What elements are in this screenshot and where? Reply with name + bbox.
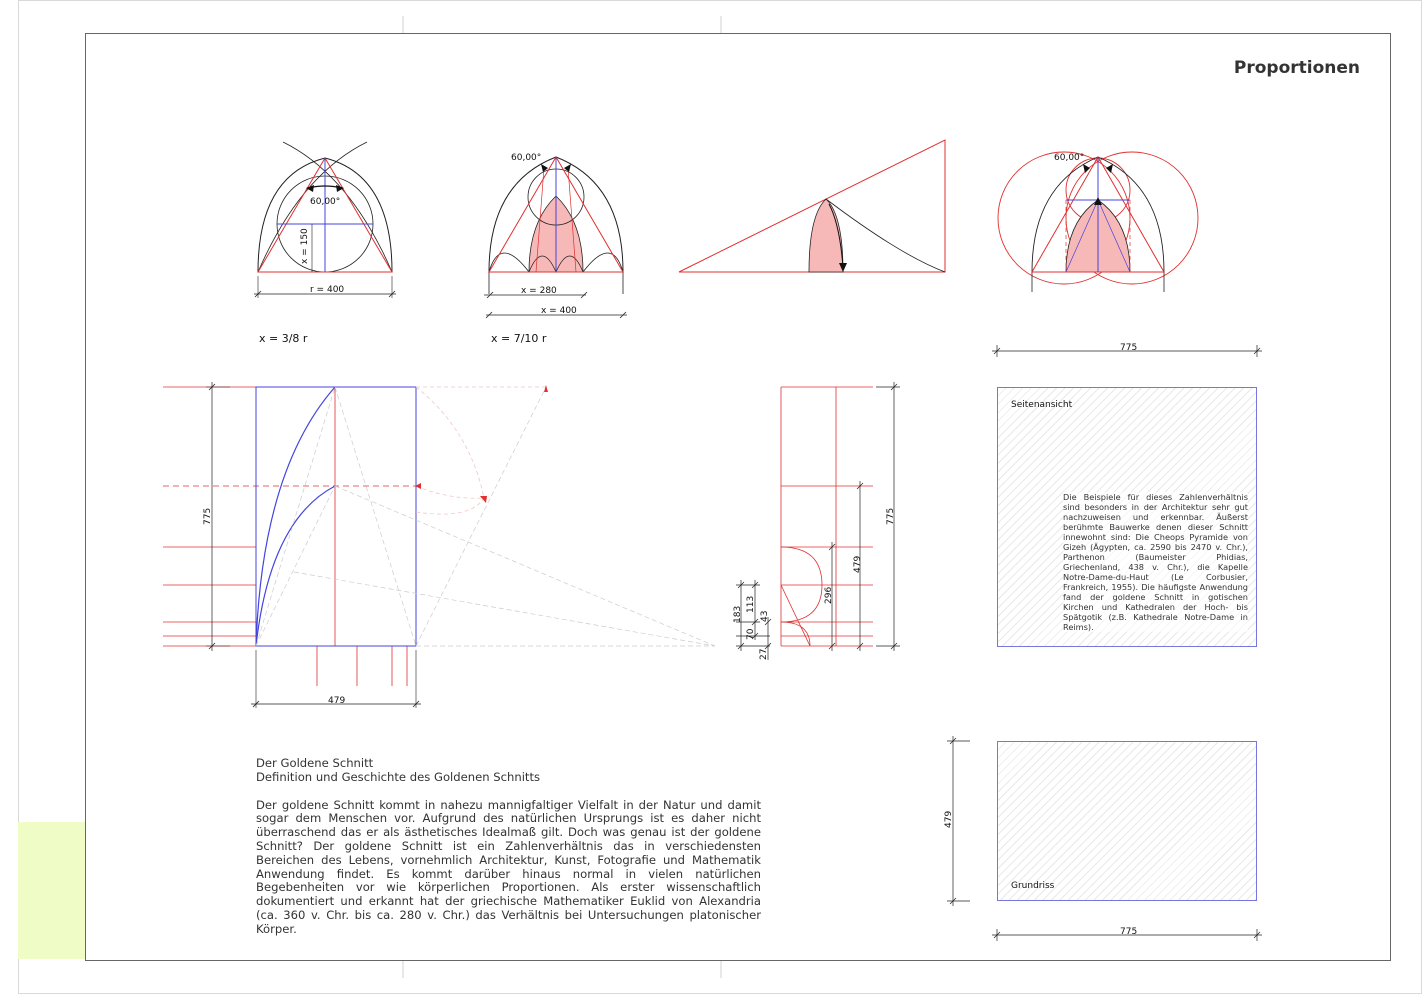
essay-heading: Der Goldene Schnitt bbox=[256, 756, 374, 770]
figure-triangle bbox=[678, 139, 946, 273]
elev-296-dim: 296 bbox=[824, 587, 834, 604]
main-width-dim: 479 bbox=[328, 696, 345, 706]
fig1-r-dim: r = 400 bbox=[310, 285, 344, 295]
elev-total-dim: 775 bbox=[886, 508, 896, 525]
sheet-border bbox=[18, 0, 1422, 994]
side-view-text: Die Beispiele für dieses Zahlenverhältni… bbox=[1063, 492, 1248, 632]
elev-43-dim: 43 bbox=[760, 611, 770, 622]
elevation-drawing bbox=[736, 382, 900, 660]
side-view-width-dim: 775 bbox=[1120, 343, 1137, 353]
fold-marks bbox=[402, 16, 722, 978]
side-view-box: Seitenansicht Die Beispiele für dieses Z… bbox=[997, 387, 1257, 647]
ground-plan-dimensions bbox=[947, 736, 1262, 941]
formula-7-10: x = 7/10 r bbox=[491, 332, 547, 345]
figure-circles bbox=[997, 151, 1199, 292]
side-view-dimension bbox=[992, 345, 1262, 357]
margin-strip bbox=[18, 822, 85, 959]
formula-3-8: x = 3/8 r bbox=[259, 332, 308, 345]
fig2-r-dim: x = 400 bbox=[541, 306, 577, 316]
ground-plan-height-dim: 479 bbox=[944, 811, 954, 828]
ground-plan-label: Grundriss bbox=[1011, 881, 1055, 891]
figure-arch-2 bbox=[484, 156, 627, 319]
fig1-angle-label: 60,00° bbox=[310, 197, 340, 207]
fig2-angle-label: 60,00° bbox=[511, 153, 541, 163]
fig2-x-dim: x = 280 bbox=[521, 286, 557, 296]
page-title: Proportionen bbox=[1233, 58, 1360, 78]
essay-subheading: Definition und Geschichte des Goldenen S… bbox=[256, 769, 541, 784]
elev-70-dim: 70 bbox=[746, 628, 756, 640]
elev-113-dim: 113 bbox=[746, 596, 756, 613]
essay-block: Der Goldene Schnitt Definition und Gesch… bbox=[256, 756, 761, 948]
main-height-dim: 775 bbox=[203, 508, 213, 525]
essay-body: Der goldene Schnitt kommt in nahezu mann… bbox=[256, 797, 761, 936]
fig1-x-dim: x = 150 bbox=[300, 228, 310, 264]
ground-plan-width-dim: 775 bbox=[1120, 927, 1137, 937]
side-view-label: Seitenansicht bbox=[1011, 400, 1073, 410]
elev-479-dim: 479 bbox=[853, 556, 863, 573]
elev-183-dim: 183 bbox=[733, 606, 743, 623]
elev-27-dim: 27 bbox=[759, 649, 769, 660]
figure-arch-1 bbox=[254, 141, 396, 298]
drawing-frame bbox=[85, 33, 1391, 961]
golden-section-drawing bbox=[163, 382, 716, 708]
fig4-angle-label: 60,00° bbox=[1054, 153, 1084, 163]
ground-plan-box: Grundriss bbox=[997, 741, 1257, 901]
